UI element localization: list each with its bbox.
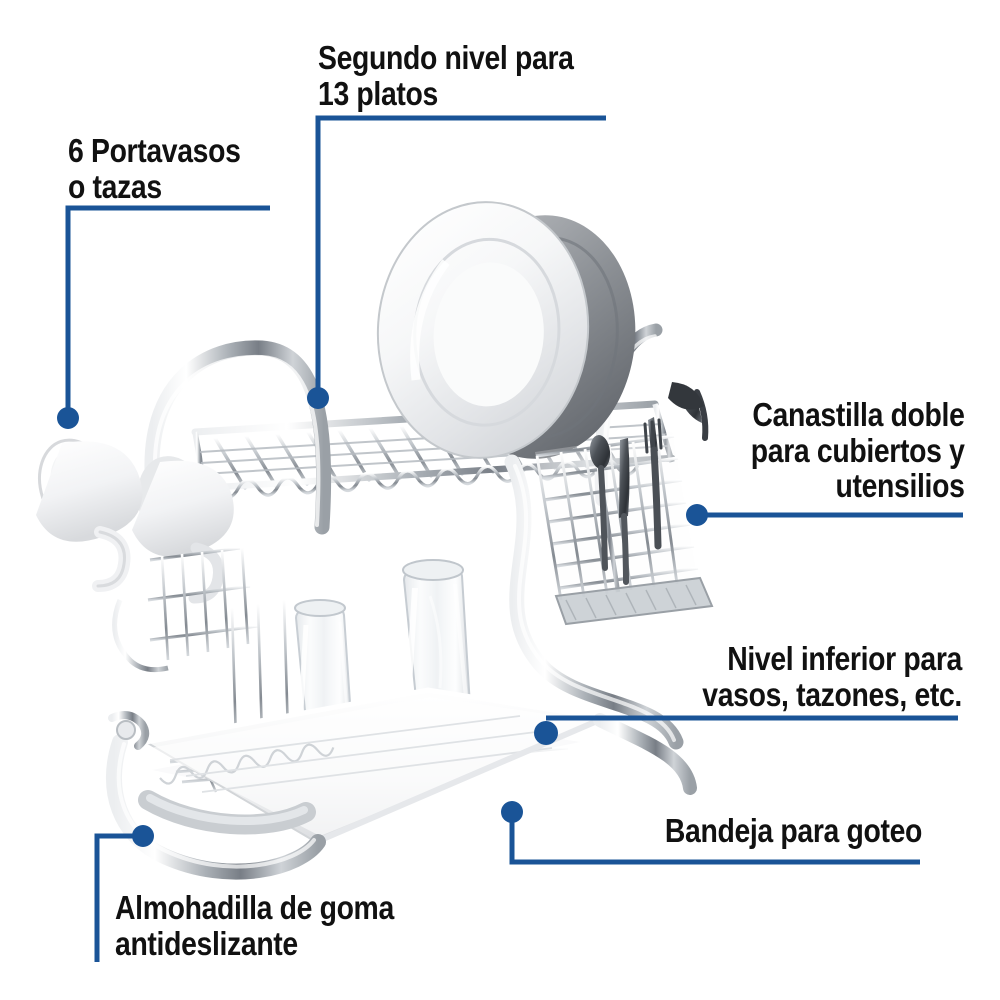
- base-frame: [105, 711, 697, 880]
- callout-label-bandeja: Bandeja para goteo: [664, 812, 923, 849]
- rubber-pad: [138, 790, 316, 835]
- callout-label-nivel-inferior: Nivel inferior para vasos, tazones, etc.: [702, 640, 962, 713]
- callout-label-almohadilla: Almohadilla de goma antideslizante: [115, 889, 394, 962]
- side-wire-panel: [112, 546, 259, 673]
- callout-label-segundo-nivel: Segundo nivel para 13 platos: [318, 39, 574, 112]
- callout-label-canastilla: Canastilla doble para cubiertos y utensi…: [751, 396, 965, 505]
- mug-front: [36, 438, 143, 592]
- mug-back: [132, 456, 234, 604]
- callout-label-portavasos: 6 Portavasos o tazas: [68, 132, 241, 205]
- cutlery-basket: [535, 382, 714, 626]
- frame-right: [504, 454, 684, 750]
- drip-tray: [143, 687, 608, 845]
